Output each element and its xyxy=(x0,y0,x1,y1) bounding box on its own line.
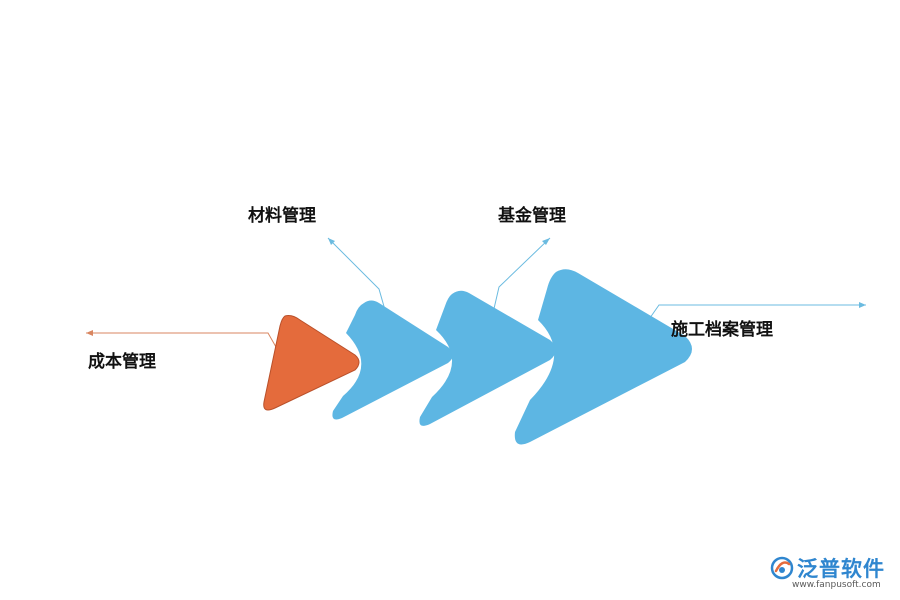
callout-line-fund xyxy=(492,237,551,314)
cost-triangle-shape xyxy=(263,315,360,411)
label-cost-management: 成本管理 xyxy=(88,352,156,372)
logo-name: 泛普软件 xyxy=(797,557,885,581)
callout-line-material xyxy=(327,237,386,311)
fund-chevron-shape xyxy=(419,290,556,426)
logo-mark-icon xyxy=(770,556,794,580)
logo-url: www.fanpusoft.com xyxy=(792,580,881,590)
brand-logo: 泛普软件 www.fanpusoft.com xyxy=(770,553,895,595)
archive-chevron-shape xyxy=(514,269,692,445)
material-chevron-shape xyxy=(332,300,453,420)
label-fund-management: 基金管理 xyxy=(498,206,566,226)
label-material-management: 材料管理 xyxy=(248,206,316,226)
label-construction-archive-management: 施工档案管理 xyxy=(671,320,773,340)
callout-line-cost xyxy=(86,330,277,348)
